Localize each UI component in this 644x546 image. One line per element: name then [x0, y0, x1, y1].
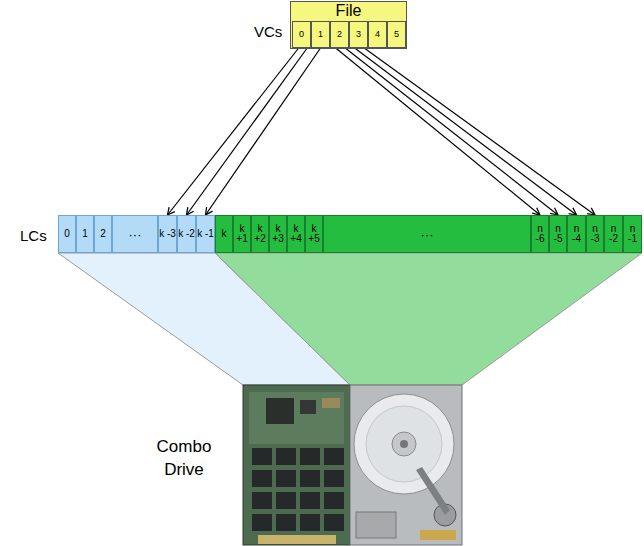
lc-cell: 2	[94, 215, 112, 253]
vc-cell: 1	[311, 21, 330, 48]
vc-cell: 3	[349, 21, 368, 48]
cell-label: k +4	[288, 224, 304, 244]
mapping-arrow	[355, 48, 577, 215]
lc-gap-cell: ···	[323, 215, 531, 253]
cell-label: 1	[318, 30, 323, 39]
lc-cell: n -4	[567, 215, 586, 253]
cell-label: n -4	[568, 224, 585, 244]
lc-cell: k +2	[251, 215, 269, 253]
cell-label: k +5	[306, 224, 322, 244]
lc-cell: n -6	[531, 215, 549, 253]
mapping-arrow	[168, 48, 299, 215]
mapping-arrow	[345, 48, 558, 215]
mapping-arrow	[206, 48, 321, 215]
cell-label: n -3	[587, 224, 603, 244]
cell-label: k +1	[234, 224, 250, 244]
cell-label: n -1	[624, 224, 641, 244]
cell-label: k -2	[178, 229, 195, 239]
hdd-drive	[350, 385, 462, 545]
lc-cell: k	[215, 215, 233, 253]
lc-cell: k -1	[196, 215, 215, 253]
cell-label: ···	[129, 228, 142, 241]
lc-cell: n -5	[549, 215, 567, 253]
cell-label: k	[222, 229, 227, 239]
lc-gap-cell: ···	[112, 215, 158, 253]
cell-label: 5	[394, 30, 399, 39]
cell-label: n -5	[550, 224, 566, 244]
lc-cell: n -2	[604, 215, 623, 253]
cell-label: k -1	[197, 229, 214, 239]
lc-cell: k -3	[158, 215, 177, 253]
cell-label: 3	[356, 30, 361, 39]
lc-cell: 0	[58, 215, 76, 253]
drive-label: Combo Drive	[140, 436, 228, 482]
cell-label: k +3	[270, 224, 286, 244]
cell-label: 4	[375, 30, 380, 39]
cell-label: 0	[299, 30, 304, 39]
cell-label: 2	[337, 30, 342, 39]
lc-cell: 1	[76, 215, 94, 253]
hdd-projection	[215, 253, 642, 385]
vc-cell: 4	[368, 21, 387, 48]
mapping-arrow	[364, 48, 595, 215]
vc-cell: 5	[387, 21, 406, 48]
axis-label: VCs	[254, 22, 282, 42]
file-title: File	[291, 3, 406, 19]
mapping-arrow	[336, 48, 540, 215]
cell-label: n -2	[605, 224, 622, 244]
cell-label: ···	[421, 228, 434, 241]
cell-label: 2	[100, 229, 106, 239]
lc-cell: k +4	[287, 215, 305, 253]
vc-cell: 2	[330, 21, 349, 48]
lc-cell: k +5	[305, 215, 323, 253]
ssd-board	[243, 385, 350, 545]
lc-cell: k +3	[269, 215, 287, 253]
cell-label: n -6	[532, 224, 548, 244]
axis-label: LCs	[20, 226, 47, 246]
lc-cell: k +1	[233, 215, 251, 253]
cell-label: k -3	[159, 229, 176, 239]
lc-cell: n -1	[623, 215, 642, 253]
mapping-arrow	[187, 48, 308, 215]
cell-label: k +2	[252, 224, 268, 244]
lc-cell: k -2	[177, 215, 196, 253]
lc-cell: n -3	[586, 215, 604, 253]
cell-label: 1	[82, 229, 88, 239]
file-box: File 0 1 2 3 4 5	[290, 1, 407, 49]
vc-cell: 0	[292, 21, 311, 48]
cell-label: 0	[64, 229, 70, 239]
